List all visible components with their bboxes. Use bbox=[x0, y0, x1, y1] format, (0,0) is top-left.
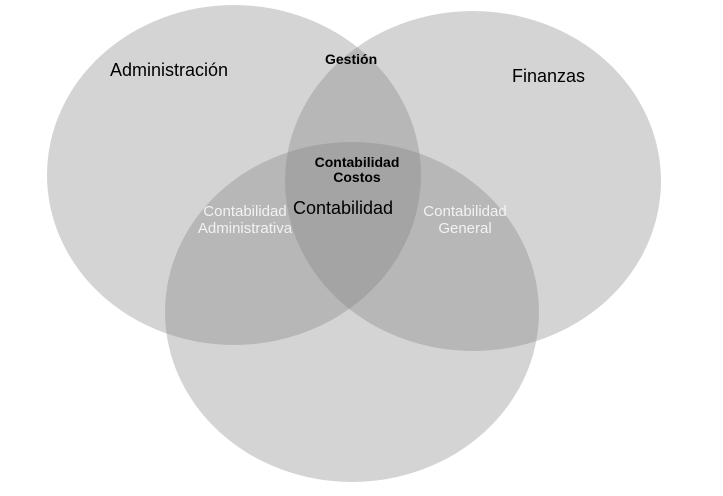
label-ca-line1: Contabilidad bbox=[203, 203, 287, 220]
label-ca-line2: Administrativa bbox=[197, 219, 293, 237]
label-cg-line2: General bbox=[438, 219, 492, 237]
label-contabilidad-general: Contabilidad General bbox=[414, 203, 516, 237]
label-center-line2: Costos bbox=[333, 169, 381, 186]
circle-administracion bbox=[47, 5, 421, 345]
label-cg-line1: Contabilidad bbox=[423, 203, 507, 220]
label-contabilidad: Contabilidad bbox=[293, 198, 394, 218]
label-center: Contabilidad Costos bbox=[299, 154, 415, 186]
label-administracion: Administración bbox=[110, 60, 229, 80]
label-center-line1: Contabilidad bbox=[314, 154, 400, 170]
label-contabilidad-administrativa: Contabilidad Administrativa bbox=[187, 203, 303, 237]
label-gestion: Gestión bbox=[325, 51, 378, 67]
circle-finanzas bbox=[285, 11, 661, 351]
label-finanzas: Finanzas bbox=[512, 66, 586, 86]
circle-contabilidad bbox=[165, 142, 539, 482]
